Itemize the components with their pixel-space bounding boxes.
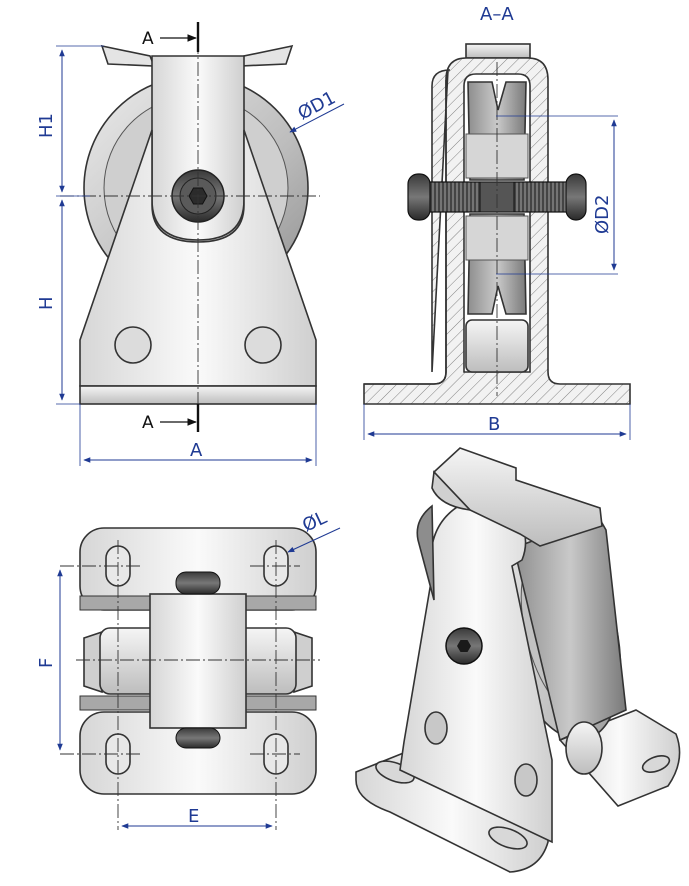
bolt-end-bottom bbox=[175, 727, 221, 749]
top-cap bbox=[465, 43, 531, 59]
top-tab-left bbox=[100, 44, 156, 67]
dimension-e-label: E bbox=[188, 806, 199, 827]
bracket-top-view bbox=[149, 593, 247, 729]
dimension-d1-label: ØD1 bbox=[294, 87, 339, 124]
dimension-b-label: B bbox=[488, 414, 500, 435]
section-cut-label-bottom: A bbox=[142, 413, 154, 433]
section-cut-label-top: A bbox=[142, 29, 154, 49]
dimension-f-label: F bbox=[36, 658, 57, 668]
bracket-frame bbox=[79, 129, 317, 387]
section-title: A–A bbox=[480, 4, 514, 25]
iso-lower-roller bbox=[565, 721, 603, 775]
top-tab-right bbox=[238, 44, 294, 67]
iso-top-cap bbox=[432, 447, 603, 547]
dimension-a-label: A bbox=[190, 440, 203, 461]
nut-right bbox=[565, 173, 587, 221]
bolt-end-top bbox=[175, 571, 221, 595]
bolt-head-left bbox=[407, 173, 431, 221]
front-view: A A H1 H A ØD1 bbox=[36, 22, 345, 466]
iso-hex-socket-icon bbox=[457, 640, 471, 652]
dimension-d2-label: ØD2 bbox=[592, 195, 613, 234]
isometric-view bbox=[355, 447, 681, 873]
section-view-a-a: A–A ØD2 B bbox=[363, 4, 631, 440]
wheel-top-view bbox=[83, 630, 313, 694]
dimension-h1-label: H1 bbox=[36, 113, 57, 138]
mount-hole-right bbox=[244, 326, 282, 364]
dimension-h-label: H bbox=[36, 296, 57, 310]
mount-hole-left bbox=[114, 326, 152, 364]
top-view: F E ØL bbox=[36, 507, 341, 830]
